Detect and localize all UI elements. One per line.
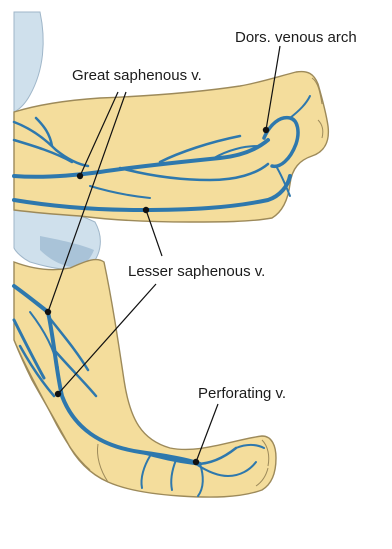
label-lesser-saphenous: Lesser saphenous v. xyxy=(128,264,265,279)
label-dorsal-venous-arch: Dors. venous arch xyxy=(235,30,357,45)
dot-great-saphenous-lower xyxy=(45,309,51,315)
label-perforating: Perforating v. xyxy=(198,386,286,401)
dot-perforating xyxy=(193,459,199,465)
dot-lesser-saphenous-lower xyxy=(55,391,61,397)
dot-lesser-saphenous-upper xyxy=(143,207,149,213)
label-great-saphenous: Great saphenous v. xyxy=(72,68,202,83)
dot-great-saphenous-upper xyxy=(77,173,83,179)
dot-dorsal-venous-arch xyxy=(263,127,269,133)
